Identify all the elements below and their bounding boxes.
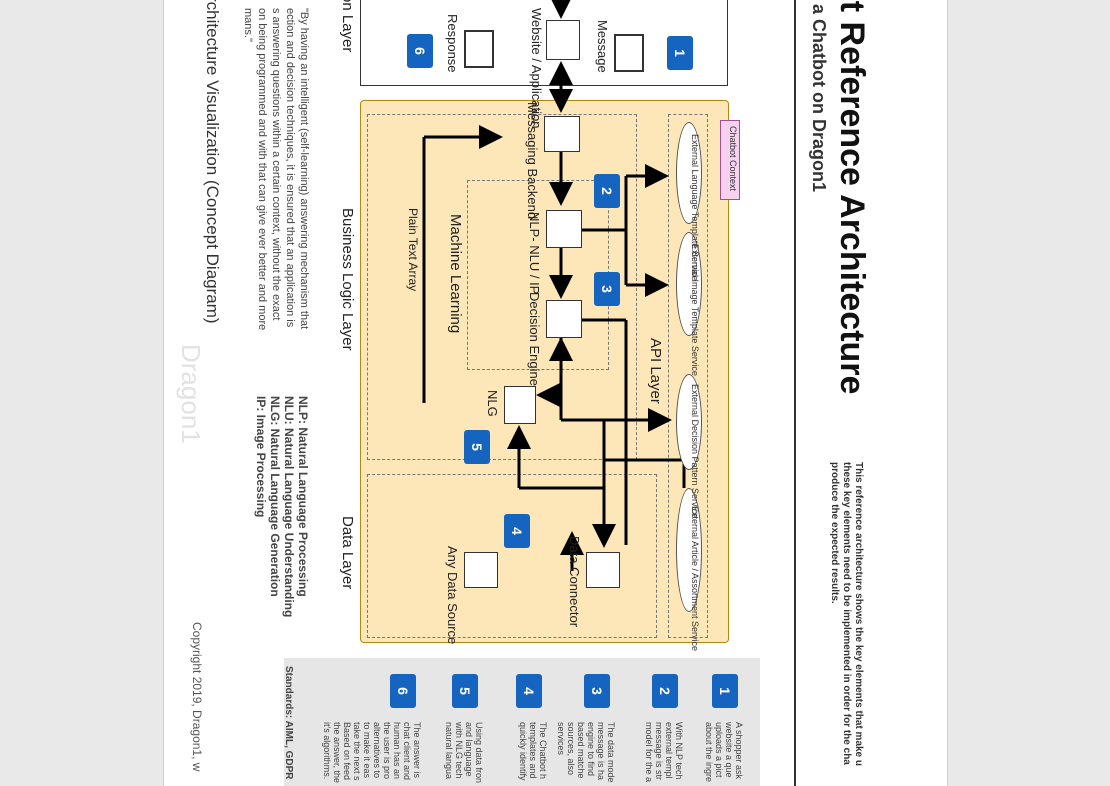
step-6-line: take the next s (352, 722, 362, 781)
ext-image-label: External Image Template Service (690, 244, 700, 376)
badge-2: 2 (594, 174, 620, 208)
quote-line-1: "By having an intelligent (self-learning… (298, 8, 310, 330)
step-5-line: and language (464, 722, 474, 777)
step-6-line: the user is pro (382, 722, 392, 780)
step-3-line: engine to find (586, 722, 596, 777)
badge-5: 5 (464, 430, 490, 464)
connector-arrows (422, 0, 686, 571)
ext-article-service (676, 488, 702, 612)
step-badge-4: 4 (516, 674, 542, 708)
step-2-line: message is str (654, 722, 664, 781)
step-4-line: quickly identify (518, 722, 528, 781)
step-2-line: model for the a (644, 722, 654, 783)
decision-engine-label: Decision Engine (527, 292, 542, 386)
step-5-line: Using data fron (474, 722, 484, 784)
step-3-line: message is ha (596, 722, 606, 781)
badge-3: 3 (594, 272, 620, 306)
step-1-line: website a que (724, 722, 734, 778)
step-6-line: human has an (392, 722, 402, 780)
chatbot-context-tag (720, 120, 740, 200)
any-data-source-label: Any Data Source (445, 546, 460, 645)
data-connector-label: Data Connector (567, 536, 582, 628)
nlp-label: NLP- NLU / IP (527, 212, 542, 295)
step-5-line: natural langua (444, 722, 454, 780)
step-3-line: sources, also (566, 722, 576, 776)
step-6-line: chat client and (402, 722, 412, 781)
step-6-line: The answer is (412, 722, 422, 779)
step-5-line: with NLG tech (454, 722, 464, 779)
step-badge-6: 6 (390, 674, 416, 708)
website-app-box (546, 20, 580, 60)
standards: Standards: AIML, GDPR (283, 666, 294, 780)
business-data-panel (360, 100, 729, 643)
step-6-line: to make it eas (362, 722, 372, 779)
badge-1: 1 (667, 36, 693, 70)
nlg-box (504, 386, 536, 424)
dragon1-watermark: Dragon1 (176, 344, 206, 444)
website-label: Website / Application (529, 8, 544, 129)
ext-article-label: External Article / Assortment Service (690, 506, 700, 652)
step-4-line: templates and (528, 722, 538, 779)
step-1-line: A shopper ask (734, 722, 744, 780)
quote-line-4: on being programmed and with that can gi… (256, 8, 268, 331)
step-1-line: uploads a pict (714, 722, 724, 778)
step-6-line: the answer, the (332, 722, 342, 784)
step-2-line: external templ (664, 722, 674, 779)
data-connector-box (586, 552, 620, 588)
step-6-line: it's algorithms. (322, 722, 332, 780)
response-label: Response (445, 14, 460, 73)
step-badge-5: 5 (452, 674, 478, 708)
ext-decision-service (676, 374, 702, 470)
divider-line (794, 0, 796, 786)
any-data-source-box (464, 552, 498, 588)
diagram-page: ot Reference Architecture g a Chatbot on… (163, 0, 948, 786)
step-3-line: services (556, 722, 566, 756)
quote-line-3: s answering questions within a certain c… (270, 8, 282, 321)
ext-image-service (676, 232, 702, 336)
nlp-box (546, 210, 582, 248)
ext-decision-label: External Decision Pattern Service (690, 384, 700, 519)
step-badge-2: 2 (652, 674, 678, 708)
abbrev-nlg: NLG: Natural Language Generation (268, 396, 282, 597)
api-region (668, 114, 708, 638)
plain-text-label: Plain Text Array (406, 208, 420, 292)
message-label: Message (595, 20, 610, 73)
step-3-line: based matche (576, 722, 586, 779)
step-3-line: The data mode (606, 722, 616, 783)
quote-line-5: mans." (242, 8, 254, 42)
step-2-line: With NLP tech (674, 722, 684, 780)
quote-line-2: ection and decision techniques, it is en… (284, 8, 296, 328)
business-logic-region (367, 114, 637, 460)
step-6-line: Based on feed (342, 722, 352, 781)
abbrev-ip: IP: Image Processing (254, 396, 268, 518)
data-layer-region (367, 474, 657, 638)
ext-language-service (676, 122, 702, 224)
abbrev-nlp: NLP: Natural Language Processing (296, 396, 310, 597)
response-envelope-icon (464, 30, 494, 68)
step-badge-3: 3 (584, 674, 610, 708)
step-badge-1: 1 (712, 674, 738, 708)
badge-4: 4 (504, 514, 530, 548)
step-4-line: The Chatbot h (538, 722, 548, 780)
abbrev-nlu: NLU: Natural Language Understanding (282, 396, 296, 618)
badge-6: 6 (407, 34, 433, 68)
decision-engine-box (546, 300, 582, 338)
messaging-backend-box (544, 116, 580, 152)
step-1-line: about the ingre (704, 722, 714, 783)
step-6-line: alternatives to (372, 722, 382, 779)
ext-language-label: External Language Template Service (690, 134, 700, 281)
diagram-caption: rchitecture Visualization (Concept Diagr… (203, 0, 222, 324)
message-envelope-icon (614, 34, 644, 72)
nlg-label: NLG (485, 390, 500, 417)
copyright: Copyright 2019, Dragon1, w (190, 622, 204, 772)
messaging-backend-label: Messaging Backend (525, 102, 540, 220)
